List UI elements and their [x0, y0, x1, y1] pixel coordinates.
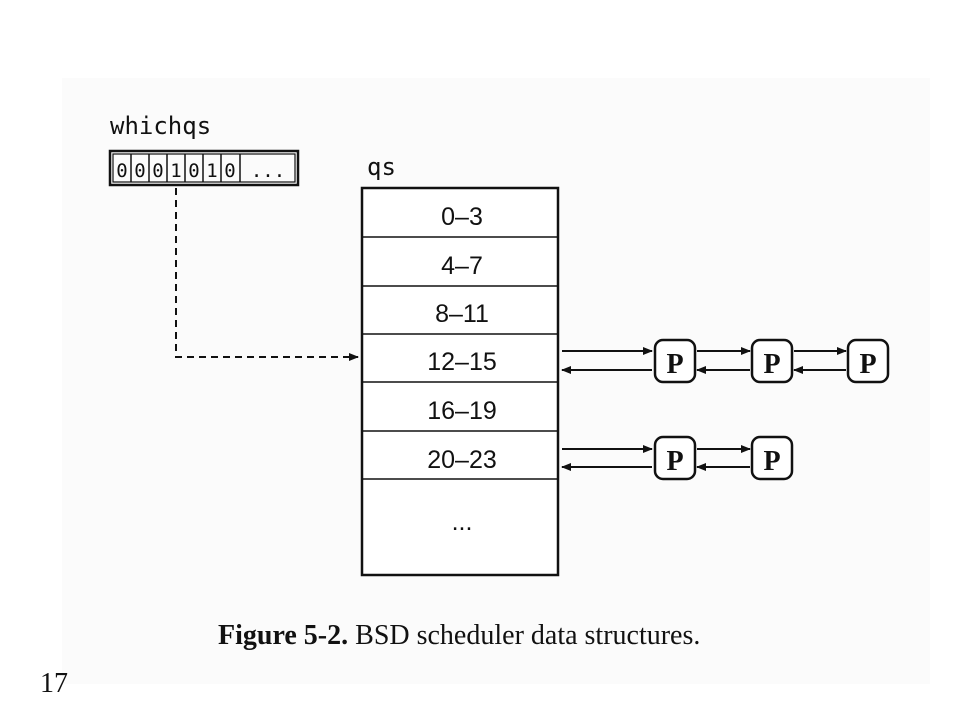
process-node: [653, 338, 697, 384]
qs-row-label: 20–23: [427, 446, 497, 474]
process-list-row-20-23: P P: [561, 435, 794, 481]
qs-row-label: 8–11: [435, 300, 489, 328]
whichqs-bit: 0: [116, 160, 127, 182]
whichqs-bit: 0: [134, 160, 145, 182]
process-list-row-12-15: P P P: [561, 338, 890, 384]
qs-row-label: 0–3: [441, 203, 483, 231]
figure-caption: Figure 5-2. BSD scheduler data structure…: [218, 620, 700, 652]
process-node: [750, 338, 794, 384]
whichqs-label: whichqs: [110, 112, 211, 140]
whichqs-bit: 1: [206, 160, 217, 182]
process-node-label: P: [763, 446, 780, 477]
process-node-label: P: [763, 349, 780, 380]
qs-row-label: 16–19: [427, 397, 497, 425]
process-node-label: P: [666, 446, 683, 477]
figure-caption-text: BSD scheduler data structures.: [355, 620, 701, 651]
qs-row-label: 4–7: [441, 252, 483, 280]
whichqs-bit-array: 0 0 0 1 0 1 0 ...: [108, 149, 300, 187]
whichqs-bit: 0: [152, 160, 163, 182]
whichqs-bit: 0: [188, 160, 199, 182]
process-node-label: P: [666, 349, 683, 380]
process-node: [846, 338, 890, 384]
whichqs-bit: 1: [170, 160, 181, 182]
figure-number: Figure 5-2.: [218, 620, 349, 651]
qs-row-label: 12–15: [427, 348, 497, 376]
qs-row-label: ...: [452, 508, 473, 536]
process-node: [653, 435, 697, 481]
process-node-label: P: [859, 349, 876, 380]
whichqs-ellipsis: ...: [251, 160, 285, 182]
dashed-pointer-arrow: [175, 188, 359, 361]
slide-page-number: 17: [40, 668, 68, 699]
qs-queue-table: 0–3 4–7 8–11 12–15 16–19 20–23 ...: [360, 186, 560, 577]
whichqs-bit: 0: [224, 160, 235, 182]
process-node: [750, 435, 794, 481]
qs-label: qs: [367, 153, 396, 181]
